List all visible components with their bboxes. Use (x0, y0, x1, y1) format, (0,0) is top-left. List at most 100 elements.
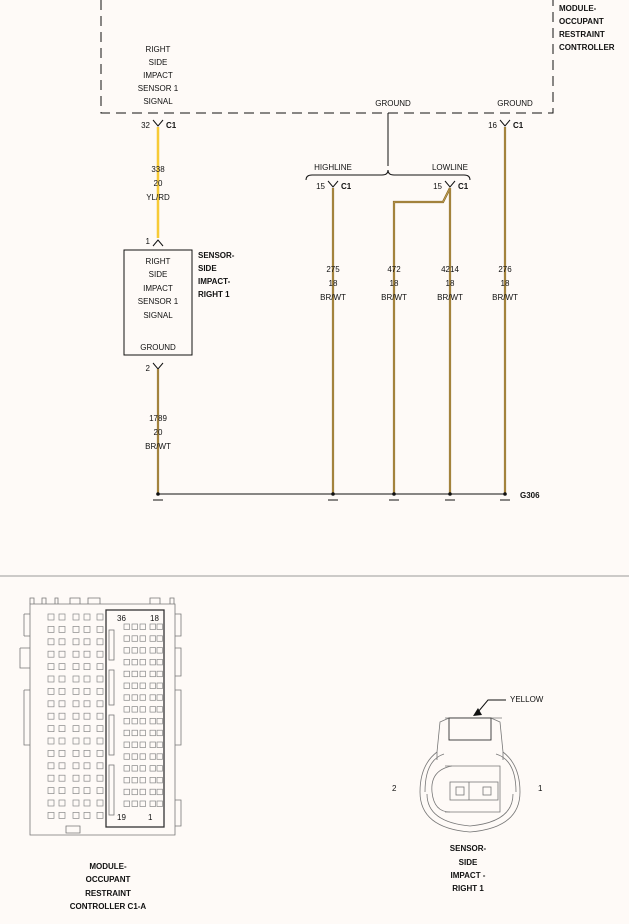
connector-pin-cavity (47, 774, 55, 782)
pin32-label-line-1: RIGHT (146, 45, 171, 54)
connector-pin-cavity (139, 659, 146, 666)
connector-pin-cavity (72, 613, 80, 621)
pin-16-conn: C1 (513, 121, 524, 130)
connector-pin-cavity (47, 799, 55, 807)
sensor-caption-line-2: SIDE (459, 858, 478, 867)
c1a-caption-line-4: CONTROLLER C1-A (70, 902, 147, 911)
module-name-line-1: MODULE- (559, 4, 597, 13)
sensor-name-line-3: IMPACT- (198, 277, 231, 286)
wire-1789-color: BR/WT (145, 442, 171, 451)
connector-pin-cavity (131, 753, 138, 760)
sensor-pin-2-mark (152, 362, 164, 370)
connector-pin-cavity (131, 718, 138, 725)
connector-pin-cavity (83, 725, 91, 732)
connector-pin-cavity (83, 663, 91, 670)
connector-pin-cavity (72, 638, 80, 646)
connector-pin-cavity (139, 706, 146, 713)
wire-338-color: YL/RD (146, 193, 170, 202)
connector-pin-cavity (83, 762, 91, 770)
connector-pin-cavity (72, 774, 80, 782)
connector-pin-cavity (139, 765, 146, 772)
connector-pin-cavity (47, 650, 55, 658)
connector-pin-cavity (96, 613, 104, 621)
pin32-label-line-2: SIDE (149, 58, 168, 67)
c1a-pin-18: 18 (150, 614, 159, 623)
connector-pin-cavity (72, 762, 80, 770)
connector-pin-cavity (139, 635, 146, 642)
connector-pin-cavity (131, 623, 138, 630)
connector-pin-cavity (123, 800, 130, 807)
connector-pin-cavity (156, 718, 163, 725)
module-name-line-4: CONTROLLER (559, 43, 615, 52)
ground-bus (153, 492, 510, 501)
connector-pin-cavity (156, 635, 163, 642)
connector-pin-cavity (131, 635, 138, 642)
connector-pin-cavity (47, 626, 55, 633)
connector-pin-cavity (72, 700, 80, 708)
connector-pin-cavity (149, 682, 156, 689)
connector-pin-cavity (96, 737, 104, 745)
connector-pin-cavity (96, 762, 104, 770)
c1a-caption-line-2: OCCUPANT (86, 875, 131, 884)
connector-pin-cavity (131, 694, 138, 701)
sensor-connector-view (419, 699, 521, 833)
wire-338-gauge: 20 (154, 179, 163, 188)
connector-pin-cavity (149, 623, 156, 630)
connector-pin-cavity (72, 675, 80, 683)
connector-pin-cavity (58, 812, 66, 819)
connector-pin-cavity (72, 712, 80, 720)
c1a-pin-36: 36 (117, 614, 126, 623)
c1a-caption-line-1: MODULE- (89, 862, 127, 871)
pin-15b-conn: C1 (458, 182, 469, 191)
wire-472 (392, 187, 451, 493)
connector-pin-cavity (149, 694, 156, 701)
connector-pin-cavity (83, 613, 91, 621)
connector-pin-cavity (72, 626, 80, 633)
connector-pin-cavity (83, 737, 91, 745)
sensor-connector-pin-1: 1 (538, 784, 543, 793)
connector-pin-cavity (58, 700, 66, 708)
connector-pin-cavity (58, 750, 66, 757)
connector-pin-cavity (123, 670, 130, 678)
connector-pin-cavity (156, 647, 163, 654)
connector-pin-cavity (47, 613, 55, 621)
connector-pin-cavity (47, 688, 55, 695)
ground-label-1: GROUND (375, 99, 411, 108)
connector-pin-cavity (72, 725, 80, 732)
module-name-line-2: OCCUPANT (559, 17, 604, 26)
connector-pin-cavity (47, 737, 55, 745)
pin-15-highline-connector: 15 C1 (316, 180, 352, 191)
connector-pin-cavity (156, 741, 163, 748)
connector-pin-cavity (139, 694, 146, 701)
connector-pin-cavity (58, 650, 66, 658)
connector-pin-cavity (123, 777, 130, 784)
connector-pin-cavity (72, 688, 80, 695)
connector-pin-cavity (83, 712, 91, 720)
connector-pin-cavity (72, 663, 80, 670)
pin-16-connector: 16 C1 (488, 119, 524, 130)
connector-pin-cavity (96, 712, 104, 720)
sensor-pin-2-number: 2 (146, 364, 151, 373)
connector-pin-cavity (131, 729, 138, 737)
connector-pin-cavity (58, 638, 66, 646)
connector-pin-cavity (149, 706, 156, 713)
connector-pin-cavity (156, 659, 163, 666)
connector-pin-cavity (96, 774, 104, 782)
connector-pin-cavity (139, 670, 146, 678)
pin-15a-conn: C1 (341, 182, 352, 191)
pin-32-connector: 32 C1 (141, 119, 177, 130)
sensor-pin-1-mark (152, 239, 164, 247)
connector-pin-cavity (47, 750, 55, 757)
connector-pin-cavity (58, 626, 66, 633)
connector-pin-cavity (58, 688, 66, 695)
connector-pin-cavity (83, 787, 91, 794)
connector-pin-cavity (58, 799, 66, 807)
connector-pin-cavity (83, 799, 91, 807)
connector-pin-cavity (149, 788, 156, 796)
sensor-caption-line-1: SENSOR- (450, 844, 487, 853)
wire-4214-gauge: 18 (446, 279, 455, 288)
connector-pin-cavity (96, 638, 104, 646)
wire-276-gauge: 18 (501, 279, 510, 288)
connector-pin-cavity (123, 694, 130, 701)
connector-pin-cavity (131, 788, 138, 796)
